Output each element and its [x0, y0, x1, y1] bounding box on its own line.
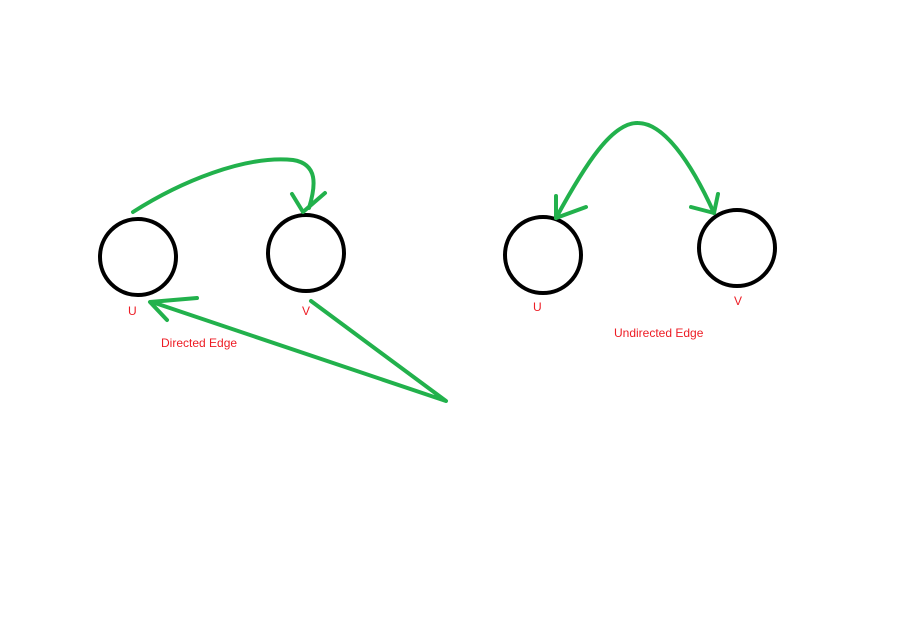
directed-edge-arrowhead: [290, 191, 327, 214]
pointer-arrowhead: [148, 296, 199, 322]
undirected-edge-caption: Undirected Edge: [614, 326, 704, 340]
directed-node-v-label: V: [302, 304, 311, 318]
directed-node-u-label: U: [128, 304, 137, 318]
undirected-node-u: [503, 215, 583, 295]
undirected-arrowhead-v: [689, 192, 720, 215]
undirected-node-u-label: U: [533, 300, 542, 314]
undirected-arrowhead-u: [554, 194, 588, 220]
pointer-arrow: [150, 299, 448, 403]
directed-graph: [98, 157, 448, 403]
directed-edge-caption: Directed Edge: [161, 336, 238, 350]
directed-node-u: [98, 217, 178, 297]
undirected-graph: [503, 120, 777, 295]
directed-edge-u-to-v: [131, 157, 316, 214]
undirected-node-v: [697, 208, 777, 288]
undirected-node-v-label: V: [734, 294, 743, 308]
directed-node-v: [266, 213, 346, 293]
undirected-edge: [554, 120, 716, 220]
